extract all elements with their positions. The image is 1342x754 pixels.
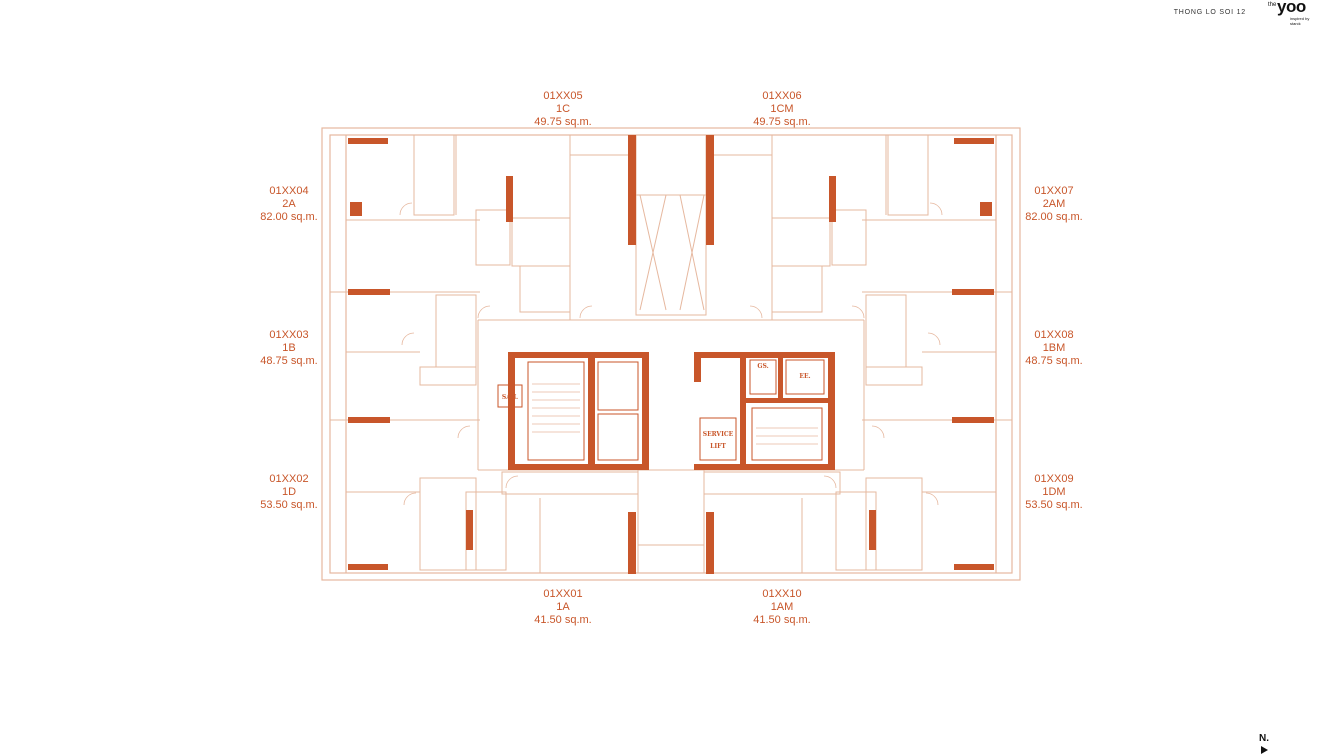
- outer-shell: [321, 127, 1021, 581]
- gas-room: [749, 359, 777, 395]
- unit-label-01xx07: 01XX07 2AM 82.00 sq.m.: [999, 185, 1109, 224]
- sanitary-tag: SAN.: [502, 394, 518, 401]
- partition-lines: [330, 134, 1012, 574]
- unit-id: 01XX10: [762, 588, 802, 600]
- unit-id: 01XX09: [1034, 473, 1074, 485]
- unit-label-01xx10: 01XX10 1AM 41.50 sq.m.: [727, 588, 837, 627]
- unit-id: 01XX06: [762, 90, 802, 102]
- unit-area: 48.75 sq.m.: [260, 355, 318, 367]
- stair-east: [527, 361, 585, 461]
- unit-id: 01XX01: [543, 588, 583, 600]
- room-tags: SERVICE LIFT SAN. GS. EE.: [502, 363, 811, 450]
- gas-tag: GS.: [757, 363, 768, 370]
- sanitary-room: [497, 384, 523, 408]
- electrical-room: [785, 359, 825, 395]
- unit-type: 2AM: [1042, 198, 1066, 210]
- unit-label-01xx03: 01XX03 1B 48.75 sq.m.: [234, 329, 344, 368]
- north-arrow-icon: [1261, 746, 1268, 754]
- logo-tagline: inspired by starck: [1290, 16, 1310, 26]
- unit-type: 1DM: [1042, 486, 1066, 498]
- unit-label-01xx08: 01XX08 1BM 48.75 sq.m.: [999, 329, 1109, 368]
- unit-label-01xx09: 01XX09 1DM 53.50 sq.m.: [999, 473, 1109, 512]
- unit-area: 41.50 sq.m.: [753, 614, 811, 626]
- page-header: THONG LO SOI 12 the yoo inspired by star…: [1173, 0, 1312, 26]
- unit-id: 01XX03: [269, 329, 309, 341]
- unit-label-01xx04: 01XX04 2A 82.00 sq.m.: [234, 185, 344, 224]
- unit-type: 1CM: [770, 103, 794, 115]
- yoo-logo: the yoo inspired by starck: [1268, 0, 1312, 26]
- door-swings: [399, 202, 943, 506]
- stair-treads: [532, 383, 818, 445]
- unit-area: 49.75 sq.m.: [753, 116, 811, 128]
- unit-area: 41.50 sq.m.: [534, 614, 592, 626]
- unit-area: 53.50 sq.m.: [260, 499, 318, 511]
- north-indicator: N.: [1257, 733, 1281, 754]
- unit-id: 01XX05: [543, 90, 583, 102]
- service-lift: [699, 417, 737, 461]
- unit-area: 82.00 sq.m.: [260, 211, 318, 223]
- logo-prefix: the: [1268, 2, 1277, 8]
- building-outline: [321, 127, 1021, 581]
- unit-type: 1AM: [770, 601, 794, 613]
- unit-label-01xx01: 01XX01 1A 41.50 sq.m.: [508, 588, 618, 627]
- project-title: THONG LO SOI 12: [1173, 8, 1246, 16]
- unit-type: 1C: [555, 103, 571, 115]
- unit-id: 01XX08: [1034, 329, 1074, 341]
- unit-type: 1BM: [1042, 342, 1066, 354]
- lift-2: [597, 413, 639, 461]
- unit-area: 53.50 sq.m.: [1025, 499, 1083, 511]
- core-details: [497, 359, 825, 461]
- stair-west: [751, 407, 823, 461]
- unit-label-01xx06: 01XX06 1CM 49.75 sq.m.: [727, 90, 837, 129]
- lift-1: [597, 361, 639, 411]
- service-lift-tag-2: LIFT: [710, 443, 726, 450]
- unit-id: 01XX02: [269, 473, 309, 485]
- unit-label-01xx02: 01XX02 1D 53.50 sq.m.: [234, 473, 344, 512]
- unit-id: 01XX04: [269, 185, 309, 197]
- north-label: N.: [1259, 733, 1269, 744]
- service-lift-tag: SERVICE: [703, 431, 734, 438]
- unit-type: 1D: [281, 486, 297, 498]
- unit-label-01xx05: 01XX05 1C 49.75 sq.m.: [508, 90, 618, 129]
- unit-area: 48.75 sq.m.: [1025, 355, 1083, 367]
- logo-wordmark: yoo: [1277, 0, 1306, 16]
- electrical-tag: EE.: [799, 373, 810, 380]
- slab-edge: [329, 134, 1013, 574]
- unit-area: 49.75 sq.m.: [534, 116, 592, 128]
- unit-type: 1B: [282, 342, 296, 354]
- unit-type: 2A: [282, 198, 296, 210]
- structural-walls: [348, 135, 994, 574]
- unit-type: 1A: [556, 601, 570, 613]
- unit-id: 01XX07: [1034, 185, 1074, 197]
- unit-area: 82.00 sq.m.: [1025, 211, 1083, 223]
